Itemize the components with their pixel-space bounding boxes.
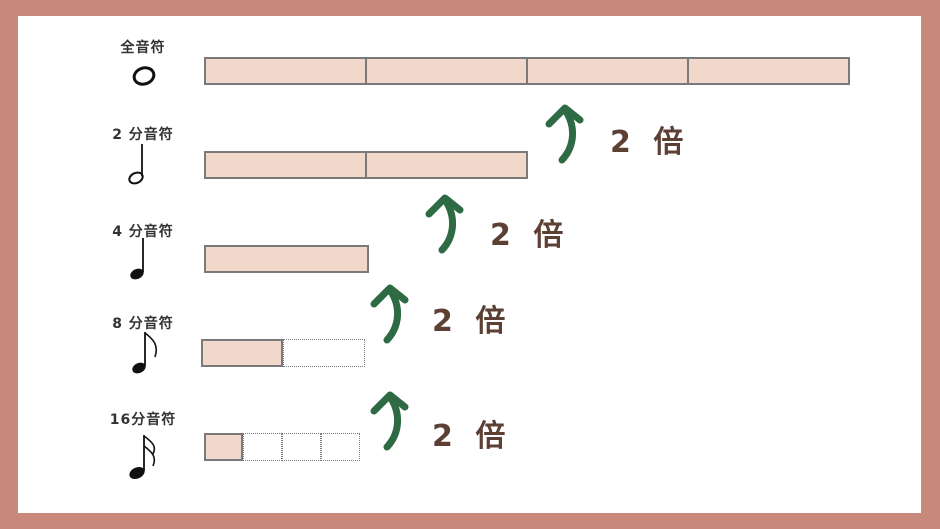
ratio-label-quarter-eighth: 2 倍 xyxy=(432,304,512,339)
curved-up-arrow-icon xyxy=(370,391,409,451)
bar-segment-empty xyxy=(283,339,365,367)
duration-bar-eighth xyxy=(201,339,365,367)
bar-segment-filled xyxy=(201,339,283,367)
duration-bar-whole xyxy=(204,57,850,85)
bar-segment-filled xyxy=(204,57,367,85)
row-label-whole: 全音符 xyxy=(120,40,166,56)
bar-segment-filled xyxy=(687,57,850,85)
bar-segment-filled xyxy=(526,57,689,85)
duration-bar-half xyxy=(204,151,528,179)
bar-segment-empty xyxy=(243,433,282,461)
duration-bar-quarter xyxy=(204,245,369,273)
ratio-label-half-quarter: 2 倍 xyxy=(490,218,570,253)
ratio-label-eighth-sixteenth: 2 倍 xyxy=(432,419,512,454)
curved-up-arrow-icon xyxy=(425,194,464,254)
whole-note-icon xyxy=(132,66,156,86)
row-label-sixteenth: 16分音符 xyxy=(109,412,177,428)
bar-segment-filled xyxy=(204,433,243,461)
bar-segment-empty xyxy=(321,433,360,461)
quarter-note-icon xyxy=(130,238,144,280)
ratio-label-whole-half: 2 倍 xyxy=(610,125,690,160)
bar-segment-filled xyxy=(365,57,528,85)
curved-up-arrow-icon xyxy=(370,284,409,344)
bar-segment-empty xyxy=(282,433,321,461)
bar-segment-filled xyxy=(365,151,528,179)
row-label-quarter: 4 分音符 xyxy=(112,224,174,240)
bar-segment-filled xyxy=(204,151,367,179)
row-label-half: 2 分音符 xyxy=(112,127,174,143)
half-note-icon xyxy=(128,144,144,185)
row-label-eighth: 8 分音符 xyxy=(112,316,174,332)
duration-bar-sixteenth xyxy=(204,433,360,461)
sixteenth-note-icon xyxy=(129,435,156,480)
diagram-panel xyxy=(18,16,921,513)
bar-segment-filled xyxy=(204,245,369,273)
curved-up-arrow-icon xyxy=(545,104,584,164)
eighth-note-icon xyxy=(132,332,158,374)
